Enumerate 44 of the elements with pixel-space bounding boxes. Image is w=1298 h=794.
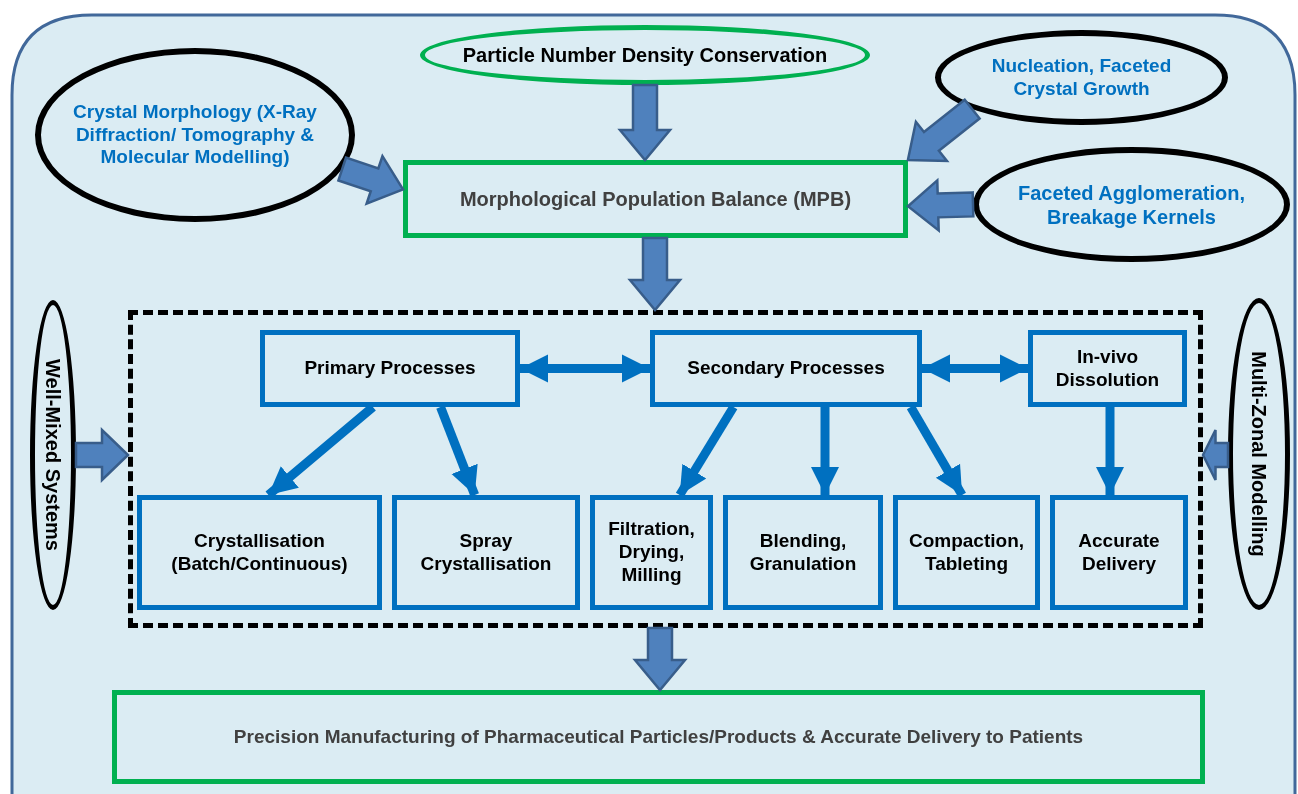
node-label: Precision Manufacturing of Pharmaceutical Particles/Products & Accurate Delivery to Patients	[232, 725, 1085, 749]
process-box	[893, 495, 1040, 610]
block-arrow	[627, 236, 683, 312]
node-label: Crystal Morphology (X-Ray Diffraction/ Tomography & Molecular Modelling)	[72, 100, 318, 170]
process-box	[392, 495, 580, 610]
node-label: Blending, Granulation	[748, 529, 858, 576]
node-label: Crystallisation (Batch/Continuous)	[170, 529, 349, 576]
block-arrow	[336, 153, 405, 206]
process-box	[723, 495, 883, 610]
process-box	[112, 690, 1205, 784]
block-arrow	[906, 97, 982, 163]
process-box	[1050, 495, 1188, 610]
node-label: Filtration, Drying, Milling	[607, 518, 696, 587]
node-label: Primary Processes	[303, 357, 477, 380]
node-label: Nucleation, Faceted Crystal Growth	[990, 54, 1173, 101]
arrow	[811, 407, 839, 495]
node-label: Morphological Population Balance (MPB)	[458, 187, 853, 211]
node-label: Particle Number Density Conservation	[461, 43, 829, 67]
arrow	[675, 404, 738, 498]
block-arrow	[906, 177, 975, 233]
arrow	[1096, 407, 1124, 495]
arrow	[922, 354, 1028, 383]
node-label: Multi-Zonal Modelling	[1247, 351, 1271, 557]
arrow	[436, 405, 479, 497]
node-label: Spray Crystallisation	[419, 529, 553, 576]
node-label: Faceted Agglomeration, Breakage Kernels	[1016, 180, 1247, 229]
node-label: Secondary Processes	[686, 357, 886, 380]
group-frame	[128, 310, 1203, 628]
node-label: Compaction, Tableting	[907, 529, 1026, 576]
process-box	[260, 330, 520, 407]
arrow	[906, 404, 966, 498]
process-box	[1028, 330, 1187, 407]
process-box	[590, 495, 713, 610]
node-label: In-vivo Dissolution	[1054, 345, 1161, 392]
node-label: Accurate Delivery	[1077, 529, 1161, 576]
process-box	[137, 495, 382, 610]
block-arrow	[632, 626, 688, 692]
block-arrow	[617, 83, 673, 162]
block-arrow	[1201, 428, 1230, 482]
process-box	[650, 330, 922, 407]
arrow	[520, 354, 650, 383]
node-label: Well-Mixed Systems	[41, 359, 65, 551]
block-arrow	[74, 427, 130, 483]
process-box	[403, 160, 908, 238]
